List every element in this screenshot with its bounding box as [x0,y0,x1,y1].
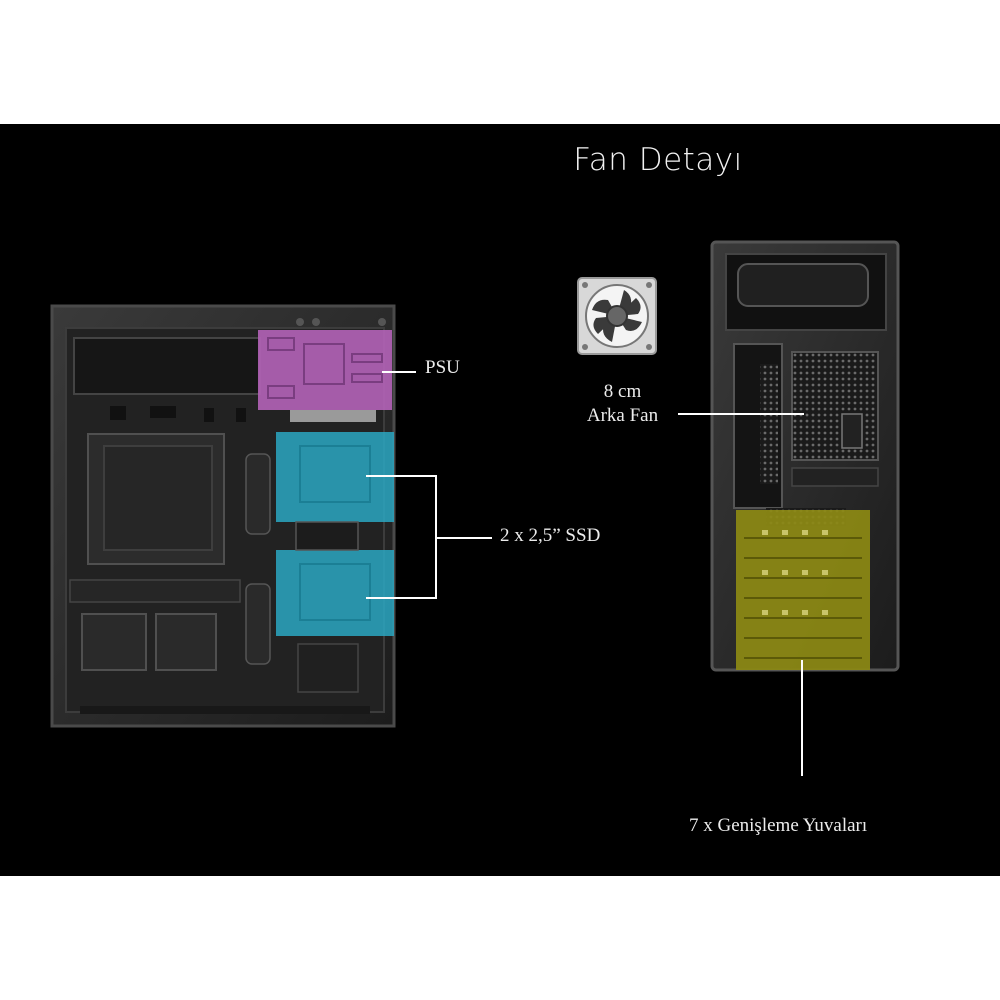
ssd-label: 2 x 2,5” SSD [500,525,601,546]
leader-lines-right [678,413,804,776]
psu-label: PSU [425,357,460,378]
psu-bay-highlight [258,330,392,422]
rear-fan-label-name: Arka Fan [586,404,659,426]
expansion-slots-highlight [736,510,870,670]
case-illustration [50,240,900,776]
fan-icon [577,277,657,355]
rear-fan-label-size: 8 cm [603,381,642,402]
ssd-bay-highlight [276,432,394,636]
product-image-panel: Fan Detayı PSU 2 x 2,5” SSD 8 cm Arka Fa… [0,124,1000,876]
rear-fan-label: 8 cm Arka Fan [576,380,669,428]
page-title: Fan Detayı [573,142,743,178]
leader-lines-left [366,371,492,599]
expansion-slots-label: 7 x Genişleme Yuvaları [689,815,868,836]
